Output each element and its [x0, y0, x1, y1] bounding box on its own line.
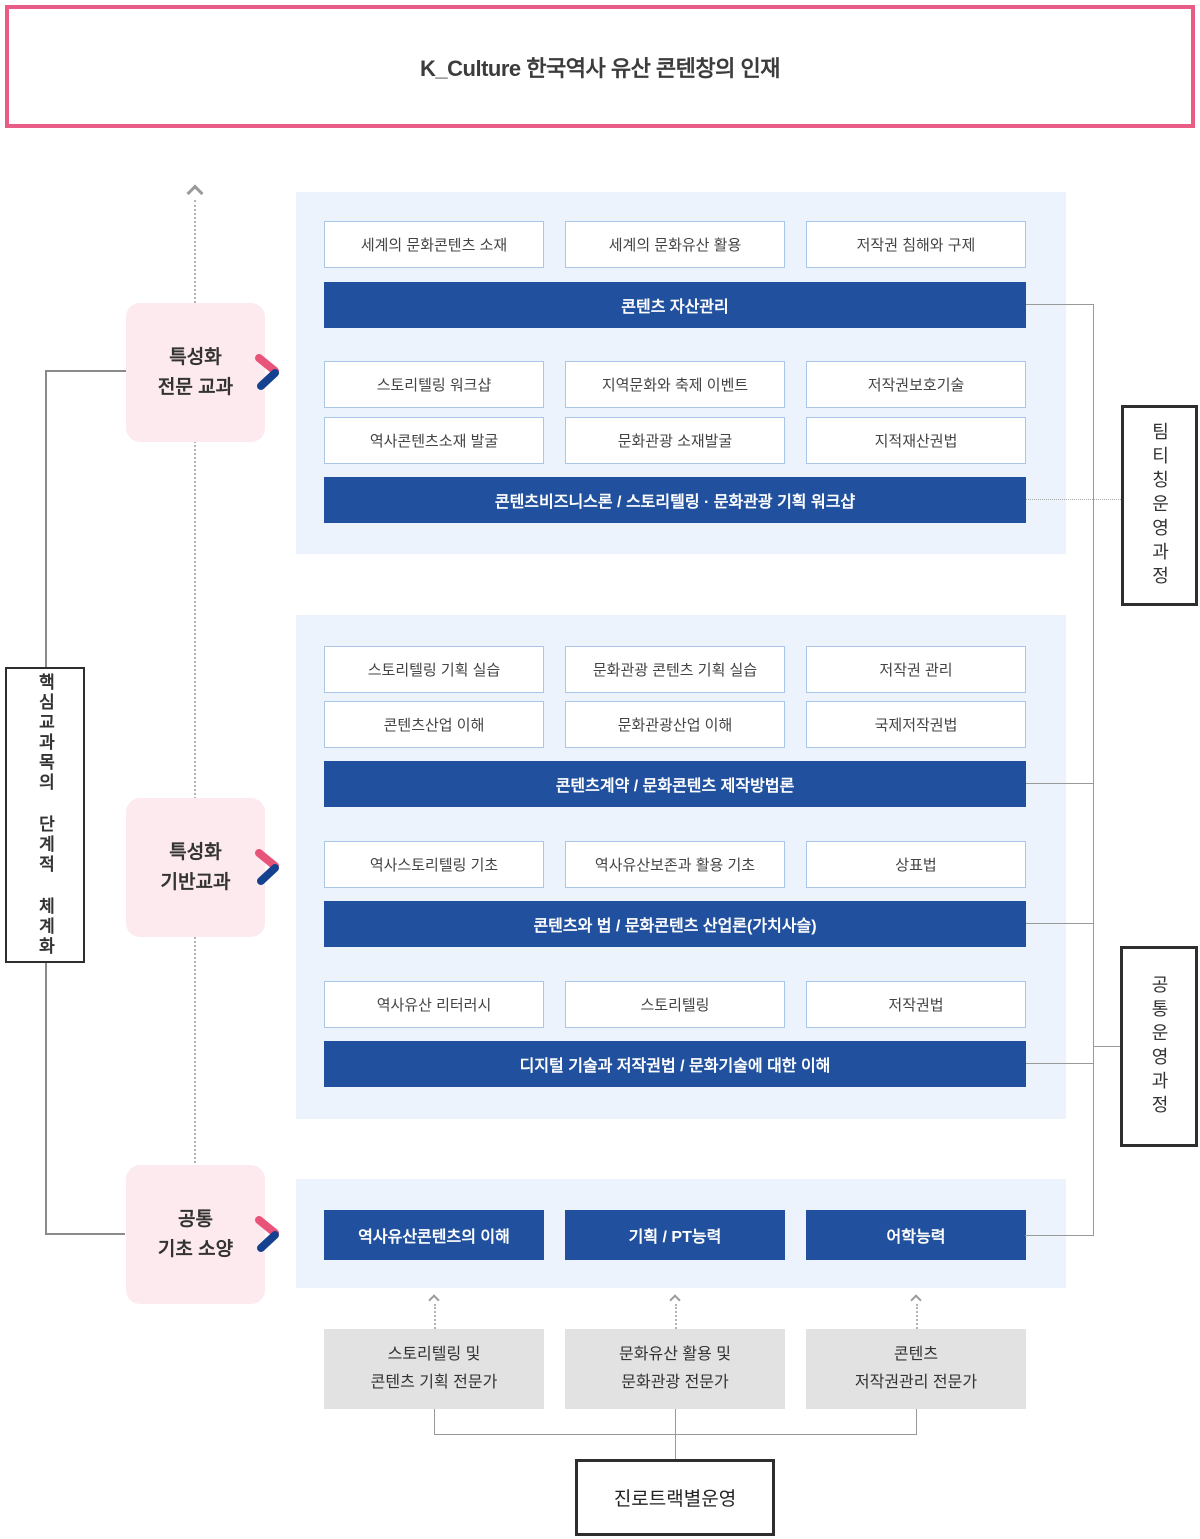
connector-line	[45, 1233, 125, 1235]
connector-line	[675, 1409, 676, 1459]
course-box: 저작권법	[806, 981, 1026, 1028]
course-box: 문화관광산업 이해	[565, 701, 785, 748]
team-teaching-track-label: 팀티칭운영과정	[1121, 405, 1198, 606]
left-axis-label: 핵심교과목의 단계적 체계화	[5, 667, 85, 963]
basic-competency-box: 기획 / PT능력	[565, 1210, 785, 1260]
career-dotted-line	[675, 1304, 677, 1329]
connector-line	[1025, 1235, 1093, 1236]
connector-line	[45, 370, 126, 372]
chevron-right-icon	[255, 354, 279, 390]
course-box: 역사유산 리터러시	[324, 981, 544, 1028]
course-box: 지역문화와 축제 이벤트	[565, 361, 785, 408]
career-dotted-line	[434, 1304, 436, 1329]
course-box: 저작권 침해와 구제	[806, 221, 1026, 268]
connector-line	[45, 370, 47, 667]
arrow-up-icon	[186, 184, 204, 202]
course-box: 스토리텔링	[565, 981, 785, 1028]
chevron-right-icon	[255, 849, 279, 885]
career-track-operation-label: 진로트랙별운영	[575, 1459, 775, 1536]
stage-spine-dotted-line	[194, 200, 196, 1235]
course-box: 역사콘텐츠소재 발굴	[324, 417, 544, 464]
course-box: 스토리텔링 기획 실습	[324, 646, 544, 693]
common-operation-track-label: 공통운영과정	[1120, 946, 1198, 1147]
stage-specialized-foundation: 특성화 기반교과	[126, 798, 265, 937]
connector-line	[916, 1409, 917, 1435]
core-course-banner: 콘텐츠와 법 / 문화콘텐츠 산업론(가치사슬)	[324, 901, 1026, 947]
connector-line	[1026, 1063, 1093, 1064]
course-box: 지적재산권법	[806, 417, 1026, 464]
chevron-right-icon	[255, 1216, 279, 1252]
course-box: 저작권 관리	[806, 646, 1026, 693]
course-box: 세계의 문화유산 활용	[565, 221, 785, 268]
basic-competency-box: 역사유산콘텐츠의 이해	[324, 1210, 544, 1260]
core-course-banner: 콘텐츠계약 / 문화콘텐츠 제작방법론	[324, 761, 1026, 807]
course-box: 문화관광 소재발굴	[565, 417, 785, 464]
stage-common-basics: 공통 기초 소양	[126, 1165, 265, 1304]
connector-line	[1026, 923, 1093, 924]
page-title: K_Culture 한국역사 유산 콘텐창의 인재	[5, 5, 1195, 128]
career-track-storytelling: 스토리텔링 및 콘텐츠 기획 전문가	[324, 1329, 544, 1409]
connector-line	[1026, 304, 1093, 305]
core-course-banner: 콘텐츠 자산관리	[324, 282, 1026, 328]
course-box: 상표법	[806, 841, 1026, 888]
career-track-copyright: 콘텐츠 저작권관리 전문가	[806, 1329, 1026, 1409]
course-box: 역사스토리텔링 기초	[324, 841, 544, 888]
connector-dotted-line	[1026, 499, 1121, 500]
course-box: 스토리텔링 워크샵	[324, 361, 544, 408]
connector-line	[1093, 304, 1094, 1236]
course-box: 콘텐츠산업 이해	[324, 701, 544, 748]
course-box: 문화관광 콘텐츠 기획 실습	[565, 646, 785, 693]
stage-specialized-advanced: 특성화 전문 교과	[126, 303, 265, 442]
course-box: 세계의 문화콘텐츠 소재	[324, 221, 544, 268]
core-course-banner: 디지털 기술과 저작권법 / 문화기술에 대한 이해	[324, 1041, 1026, 1087]
connector-line	[434, 1409, 435, 1435]
core-course-banner: 콘텐츠비즈니스론 / 스토리텔링 · 문화관광 기획 워크샵	[324, 477, 1026, 523]
connector-line	[1093, 1046, 1120, 1047]
basic-competency-box: 어학능력	[806, 1210, 1026, 1260]
career-dotted-line	[916, 1304, 918, 1329]
connector-line	[45, 963, 47, 1234]
connector-line	[1026, 783, 1093, 784]
course-box: 저작권보호기술	[806, 361, 1026, 408]
course-box: 국제저작권법	[806, 701, 1026, 748]
career-track-heritage-tourism: 문화유산 활용 및 문화관광 전문가	[565, 1329, 785, 1409]
course-box: 역사유산보존과 활용 기초	[565, 841, 785, 888]
